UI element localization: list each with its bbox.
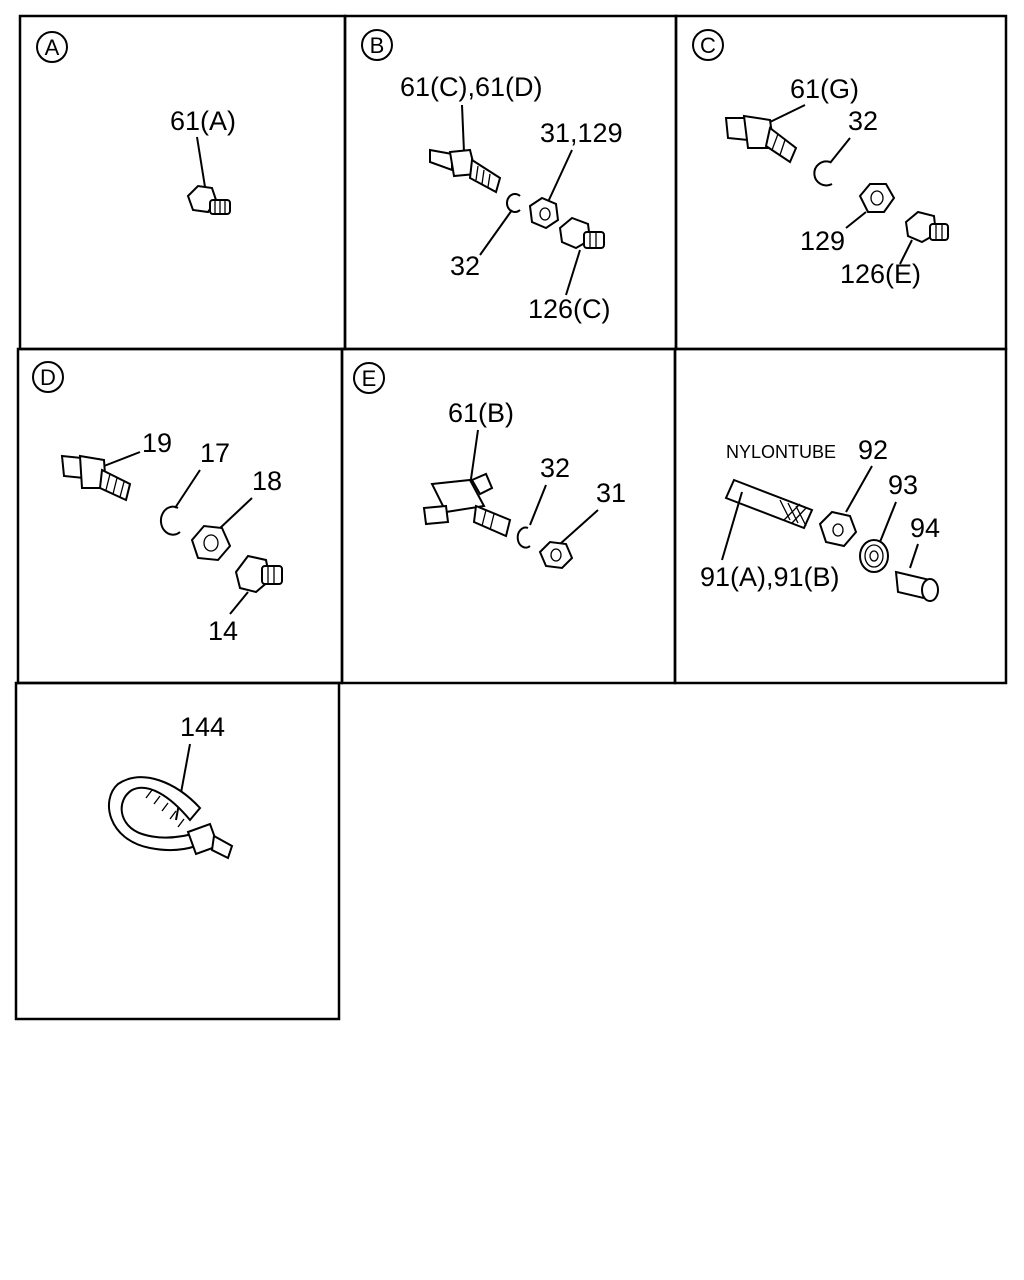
label-144: 144 — [180, 712, 225, 742]
nylon-tube-drawing — [724, 478, 814, 530]
label-18: 18 — [252, 466, 282, 496]
nut-18-drawing — [190, 524, 232, 562]
ring-32-c-drawing — [813, 160, 833, 187]
fitting-126e-drawing — [904, 210, 949, 244]
panel-c: C 61(G) 32 129 126(E) — [692, 29, 949, 289]
label-94: 94 — [910, 513, 940, 543]
label-31-129: 31,129 — [540, 118, 623, 148]
panel-a-letter: A — [45, 35, 60, 60]
union-61g-drawing — [724, 114, 798, 164]
nut-92-drawing — [818, 510, 858, 548]
nut-31-e-drawing — [538, 540, 574, 570]
ring-32-drawing — [506, 193, 521, 213]
panel-cable-tie: 144 — [108, 712, 234, 860]
label-129-c: 129 — [800, 226, 845, 256]
panel-nylontube: NYLONTUBE 92 91(A),91(B) 93 94 — [700, 435, 940, 602]
label-19: 19 — [142, 428, 172, 458]
union-19-drawing — [60, 454, 132, 502]
panel-b: B 61(C),61(D) 31,129 32 126(C) — [361, 29, 623, 324]
panel-b-letter: B — [370, 33, 385, 58]
panel-d-letter: D — [40, 365, 56, 390]
label-61a: 61(A) — [170, 106, 236, 136]
label-32-e: 32 — [540, 453, 570, 483]
panel-c-letter: C — [700, 33, 716, 58]
tee-61b-drawing — [422, 472, 512, 538]
panel-d: D 19 17 18 14 — [32, 361, 283, 646]
panel-grid — [14, 14, 1008, 1021]
panel-e-letter: E — [362, 366, 377, 391]
label-nylontube: NYLONTUBE — [726, 442, 836, 462]
ring-17-drawing — [159, 505, 181, 536]
label-61c-61d: 61(C),61(D) — [400, 72, 543, 102]
label-17: 17 — [200, 438, 230, 468]
union-61c-drawing — [429, 148, 502, 194]
fitting-126c-drawing — [558, 216, 605, 250]
sleeve-94-drawing — [894, 570, 939, 602]
label-91a-91b: 91(A),91(B) — [700, 562, 840, 592]
panel-a: A 61(A) — [36, 31, 236, 215]
label-31-e: 31 — [596, 478, 626, 508]
cable-tie-drawing — [108, 776, 234, 860]
label-92: 92 — [858, 435, 888, 465]
label-14: 14 — [208, 616, 238, 646]
nut-31-129-drawing — [528, 196, 560, 230]
label-61g: 61(G) — [790, 74, 859, 104]
sleeve-93-drawing — [859, 539, 889, 573]
nut-129-drawing — [858, 183, 896, 213]
fitting-14-drawing — [234, 554, 283, 594]
label-126c: 126(C) — [528, 294, 611, 324]
label-32-c: 32 — [848, 106, 878, 136]
label-93: 93 — [888, 470, 918, 500]
ring-32-e-drawing — [516, 526, 531, 549]
label-32-b: 32 — [450, 251, 480, 281]
panel-e: E 61(B) 32 31 — [353, 362, 626, 570]
label-126e: 126(E) — [840, 259, 921, 289]
fitting-61a-drawing — [186, 184, 231, 215]
label-61b: 61(B) — [448, 398, 514, 428]
